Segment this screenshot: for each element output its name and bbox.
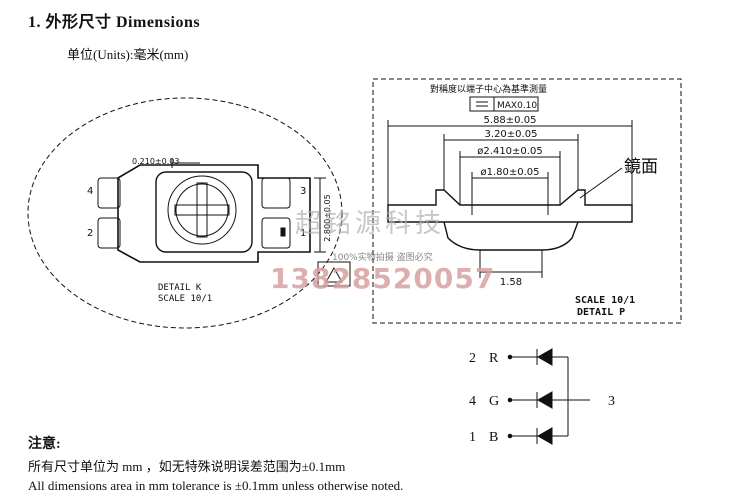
terminal-4 [97,177,121,209]
diode-r [528,348,568,366]
polarity-mark [317,261,351,287]
dim-5-88-text: 5.88±0.05 [484,115,537,126]
circuit-diagram [507,348,590,445]
circuit-label-b: B [489,430,498,445]
notes-cn: 所有尺寸单位为 mm ，如无特殊说明误差范围为±0.1mm [28,459,346,474]
circuit-common-pin: 3 [608,394,615,409]
dim-1-80-text: ø1.80±0.05 [480,167,539,178]
diode-g [528,391,568,409]
pin-2-label: 2 [87,228,93,239]
detail-p-label: DETAIL P [577,307,625,318]
pin-1-label: 1 [300,228,306,239]
package-body [117,164,311,263]
pin-4-label: 4 [87,186,93,197]
flatness-value: MAX0.10 [497,101,537,111]
lens-inner [175,183,229,237]
detail-k-outline [27,97,343,329]
circuit-label-g: G [489,394,499,409]
cross-vertical [196,182,208,238]
pin-3-label: 3 [300,186,306,197]
watermark-notice: 100%实物拍摄 盗图必究 [332,253,433,263]
detail-p-heading: 對稱度以端子中心為基準測量 [430,83,547,95]
section-title: 1. 外形尺寸 Dimensions [28,14,201,31]
mirror-label: 鏡面 [624,157,658,177]
notes-heading: 注意: [28,437,61,452]
terminal-3 [261,177,291,209]
detail-p-scale: SCALE 10/1 [575,295,635,306]
terminal-2 [97,217,121,249]
diode-b [528,427,568,445]
dim-top-text: 0.210±0.03 [132,157,179,166]
units-label: 单位(Units):毫米(mm) [67,47,189,62]
dim-3-20-text: 3.20±0.05 [485,129,538,140]
circuit-pin-1: 1 [469,430,476,445]
detail-k [27,97,351,329]
dim-2-41-text: ø2.410±0.05 [477,146,542,157]
dim-side-text: 2.800±0.05 [323,194,332,241]
lens-outer [167,175,237,245]
section-profile [387,189,633,223]
mirror-leader [579,167,623,199]
detail-k-label: DETAIL K [158,283,202,293]
circuit-pin-4: 4 [469,394,476,409]
circuit-label-r: R [489,351,499,366]
detail-k-scale: SCALE 10/1 [158,294,212,304]
circuit-pin-2: 2 [469,351,476,366]
detail-p-frame [372,78,682,324]
dim-1-58-text: 1.58 [500,277,522,288]
lens-profile [443,221,579,251]
watermark-phone: 13828520057 [270,262,496,295]
inner-pad [155,171,253,253]
terminal-1 [261,217,291,249]
notes-en: All dimensions area in mm tolerance is ±… [28,478,404,493]
detail-p [372,78,682,324]
cross-horizontal [174,204,230,216]
watermark-company: 超铭源科技 [295,209,446,239]
flatness-box [469,96,539,112]
